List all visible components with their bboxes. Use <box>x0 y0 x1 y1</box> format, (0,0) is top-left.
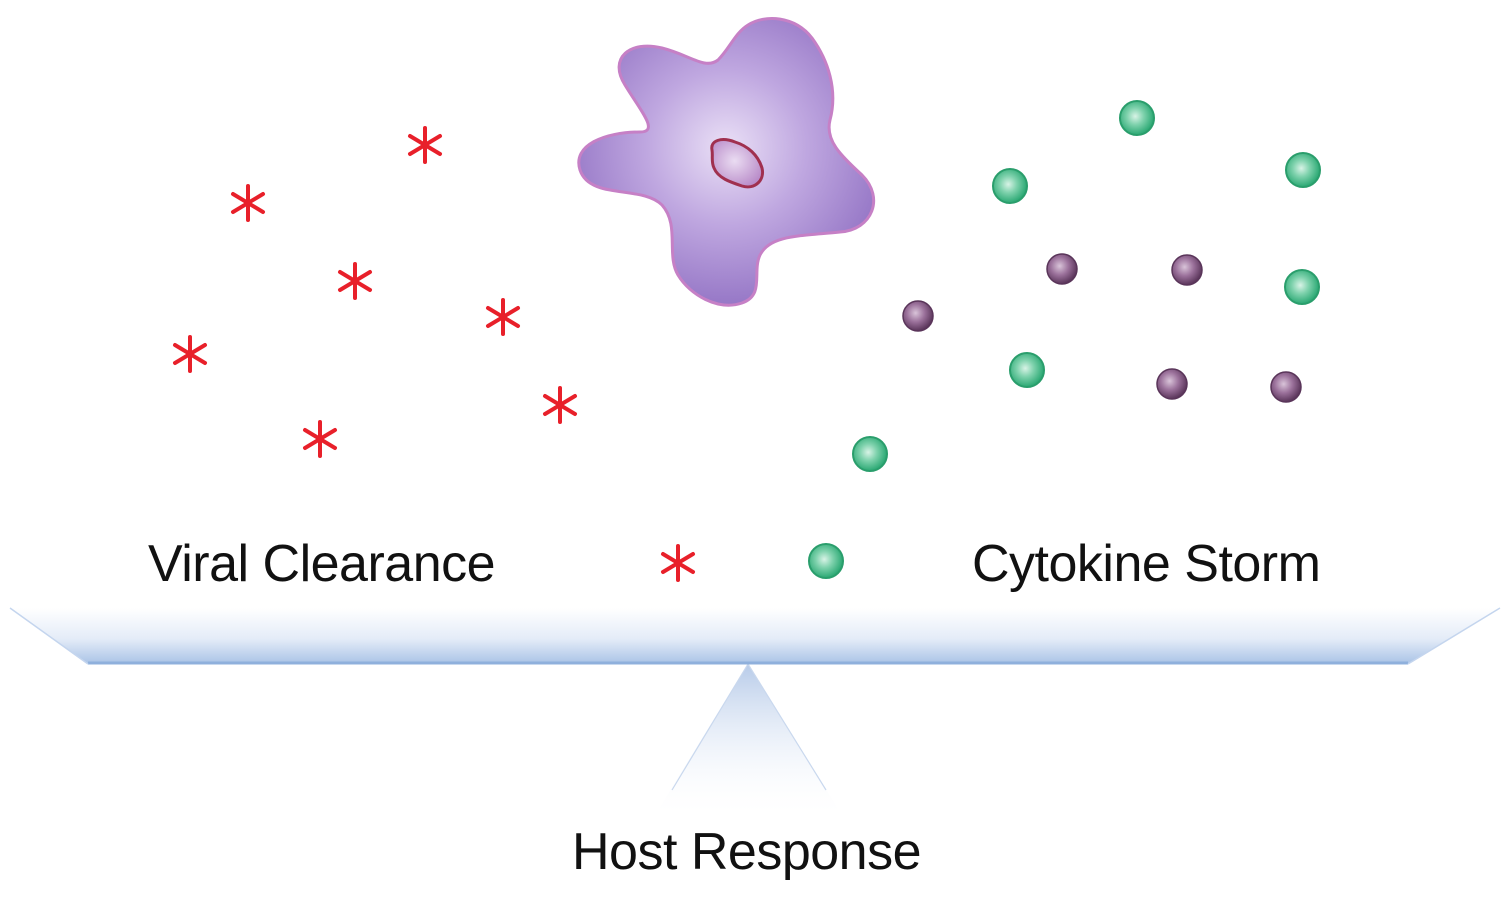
green-sphere-icon <box>1285 152 1321 188</box>
asterisk-icon <box>486 298 520 336</box>
immune-cell-icon <box>577 17 875 307</box>
cytokine-storm-label: Cytokine Storm <box>972 535 1321 593</box>
asterisk-icon <box>543 386 577 424</box>
virus-particles <box>173 126 577 458</box>
green-sphere-icon <box>808 543 844 579</box>
asterisk-icon <box>338 262 372 300</box>
green-sphere-icon <box>992 168 1028 204</box>
green-sphere-icon <box>1009 352 1045 388</box>
green-sphere-icon <box>1119 100 1155 136</box>
purple-sphere-icon <box>1270 371 1302 403</box>
purple-sphere-icon <box>902 300 934 332</box>
viral-clearance-label: Viral Clearance <box>148 535 496 593</box>
fulcrum <box>652 664 845 820</box>
nucleus-icon <box>710 138 765 189</box>
green-cytokines <box>852 100 1321 472</box>
purple-sphere-icon <box>1171 254 1203 286</box>
asterisk-icon <box>408 126 442 164</box>
asterisk-icon <box>173 335 207 373</box>
purple-cytokines <box>902 253 1302 403</box>
balance-beam <box>9 607 1501 665</box>
green-sphere-icon <box>852 436 888 472</box>
host-response-label: Host Response <box>572 823 922 881</box>
asterisk-icon <box>303 420 337 458</box>
asterisk-icon <box>661 544 695 582</box>
asterisk-icon <box>231 184 265 222</box>
green-sphere-icon <box>1284 269 1320 305</box>
purple-sphere-icon <box>1156 368 1188 400</box>
purple-sphere-icon <box>1046 253 1078 285</box>
